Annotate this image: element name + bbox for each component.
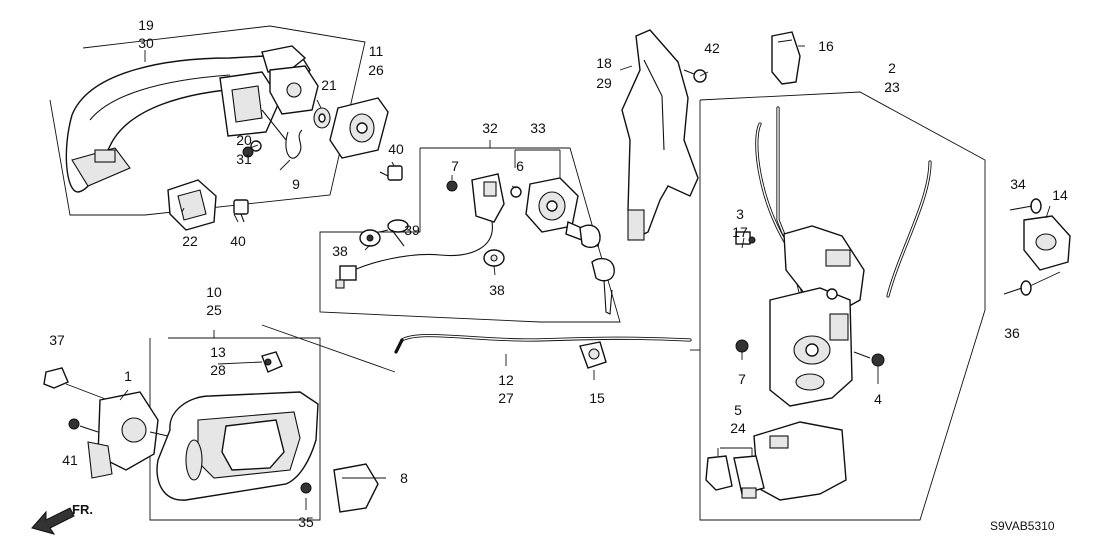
callout-2: 2 <box>888 60 896 76</box>
screw-7-lock <box>446 180 458 192</box>
callout-38a: 38 <box>332 243 348 259</box>
handle-cover-22 <box>167 179 217 231</box>
callout-34: 34 <box>1010 176 1026 192</box>
screw-36 <box>1003 271 1061 296</box>
callout-21: 21 <box>321 77 337 93</box>
callout-17: 17 <box>732 224 748 240</box>
callout-13: 13 <box>210 344 226 360</box>
callout-10: 10 <box>206 284 222 300</box>
callout-3: 3 <box>736 206 744 222</box>
callout-12: 12 <box>498 372 514 388</box>
bolt-4 <box>853 351 885 367</box>
callout-26: 26 <box>368 62 384 78</box>
callout-14: 14 <box>1052 187 1068 203</box>
callout-36: 36 <box>1004 325 1020 341</box>
cable-12-27 <box>394 333 692 354</box>
callout-30: 30 <box>138 35 154 51</box>
protector-18-29 <box>621 29 699 241</box>
callout-37: 37 <box>49 332 65 348</box>
handle-fastener-20 <box>242 140 262 158</box>
callout-15: 15 <box>589 390 605 406</box>
callout-33: 33 <box>530 120 546 136</box>
bolt-40-upper <box>379 165 403 181</box>
callout-18: 18 <box>596 55 612 71</box>
callout-23: 23 <box>884 79 900 95</box>
callout-16: 16 <box>818 38 834 54</box>
callout-42: 42 <box>704 40 720 56</box>
handle-base-11-26 <box>329 97 389 159</box>
callout-7-lock: 7 <box>451 158 459 174</box>
callout-24: 24 <box>730 420 746 436</box>
spring-9 <box>285 129 303 159</box>
lock-cylinder-group-outline <box>319 140 621 323</box>
clip-13-28 <box>261 351 283 373</box>
callout-39: 39 <box>404 222 420 238</box>
clip-38-right <box>483 249 505 267</box>
callout-6: 6 <box>516 158 524 174</box>
striker-14 <box>1023 215 1071 271</box>
screw-7-latch <box>735 339 749 353</box>
callout-7-latch: 7 <box>738 371 746 387</box>
callout-22: 22 <box>182 233 198 249</box>
callout-5: 5 <box>734 402 742 418</box>
inside-handle-base-1 <box>87 391 169 479</box>
inside-handle-10-25 <box>156 391 319 501</box>
leader-lines <box>119 45 1051 510</box>
callout-11: 11 <box>369 43 384 59</box>
latch-group-outline <box>690 84 986 521</box>
diagram-code: S9VAB5310 <box>990 519 1055 533</box>
callout-40a: 40 <box>388 141 404 157</box>
direction-label: FR. <box>72 502 93 517</box>
front-direction-arrow: FR. <box>31 502 93 535</box>
callout-25: 25 <box>206 302 222 318</box>
callout-27: 27 <box>498 390 514 406</box>
callout-9: 9 <box>292 176 300 192</box>
bolt-40-lower <box>233 199 249 223</box>
clip-3-17 <box>735 231 756 245</box>
cable-clip-15 <box>579 341 607 369</box>
callout-41: 41 <box>62 452 78 468</box>
callout-20: 20 <box>236 132 252 148</box>
screw-42 <box>683 69 707 83</box>
callout-35: 35 <box>298 514 314 530</box>
door-latch-assembly <box>769 225 865 407</box>
inside-handle-group-outline <box>149 324 396 521</box>
callout-19: 19 <box>138 17 154 33</box>
callout-32: 32 <box>482 120 498 136</box>
screw-41 <box>68 418 99 433</box>
callout-8: 8 <box>400 470 408 486</box>
callout-31: 31 <box>236 151 252 167</box>
callout-29: 29 <box>596 75 612 91</box>
cover-16 <box>771 31 801 85</box>
lock-cylinder-33 <box>510 177 601 247</box>
callout-1: 1 <box>124 368 132 384</box>
keys <box>579 224 615 315</box>
cap-8 <box>333 463 379 513</box>
callout-40b: 40 <box>230 233 246 249</box>
clip-37 <box>43 367 109 401</box>
callout-4: 4 <box>874 391 882 407</box>
outside-handle-group-outline <box>49 25 366 216</box>
lock-switch-32 <box>335 173 505 289</box>
screw-34 <box>1009 198 1042 214</box>
callout-labels: 19 30 11 26 21 20 31 9 40 22 40 32 33 7 … <box>49 17 1068 530</box>
screw-35 <box>300 482 312 494</box>
callout-28: 28 <box>210 362 226 378</box>
actuator-5-24 <box>705 421 847 501</box>
callout-38b: 38 <box>489 282 505 298</box>
clip-39 <box>387 219 409 247</box>
bushing-21 <box>313 107 331 129</box>
outside-door-handle <box>65 45 319 193</box>
clip-38-left <box>359 229 381 247</box>
